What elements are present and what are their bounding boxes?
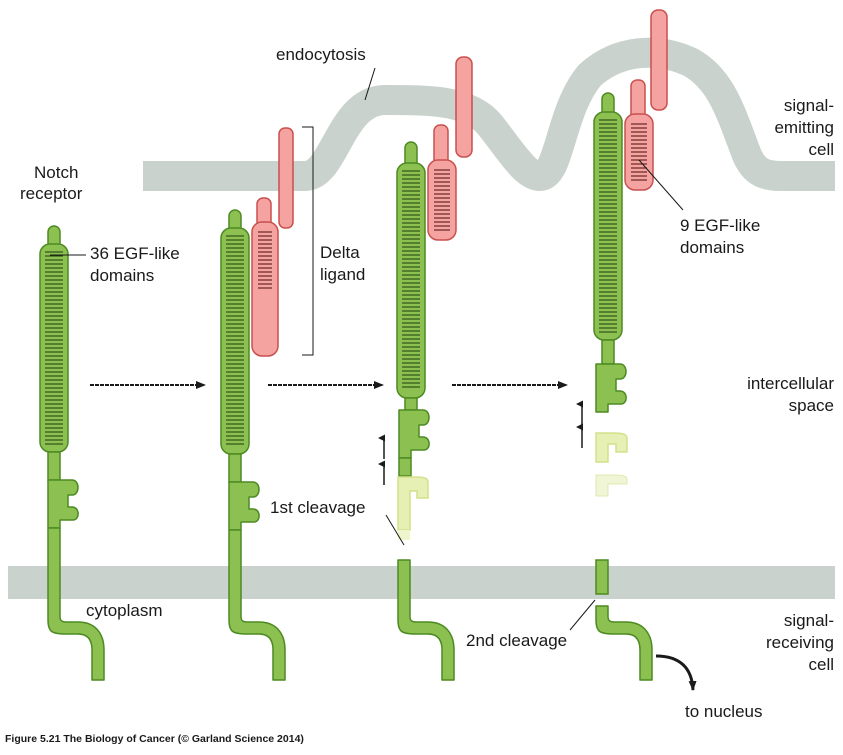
receptor-c-hook xyxy=(228,481,260,531)
delta-ligand-stalk xyxy=(650,9,668,111)
notch-receptor-step2 xyxy=(220,209,286,681)
figure-caption: Figure 5.21 The Biology of Cancer (© Gar… xyxy=(5,733,304,745)
leader-lines xyxy=(50,67,684,631)
receptor-c-hook xyxy=(398,409,430,459)
intercellular-space-label: intercellular xyxy=(747,374,834,393)
signal-emitting-label: cell xyxy=(808,140,834,159)
process-arrows xyxy=(90,381,697,691)
delta-ligand-egf-box xyxy=(427,159,457,241)
signal-receiving-membrane xyxy=(8,566,835,599)
receptor-neck xyxy=(47,451,61,481)
text-labels: Notch receptor 36 EGF-like domains Delta… xyxy=(5,45,834,745)
delta-ligand-label: ligand xyxy=(320,265,365,284)
to-nucleus-label: to nucleus xyxy=(685,702,763,721)
notch-receptor-step4 xyxy=(593,92,653,681)
egf36-label: domains xyxy=(90,266,154,285)
receptor-intracellular-tail xyxy=(47,527,105,681)
receptor-body xyxy=(593,111,623,341)
signal-emitting-label: emitting xyxy=(774,118,834,137)
delta-ligand-step4 xyxy=(624,9,668,191)
delta-ligand-bracket xyxy=(302,126,314,356)
delta-ligand-stalk xyxy=(278,127,294,229)
receptor-neck xyxy=(404,397,418,411)
notch-receptor-label: receptor xyxy=(20,184,83,203)
delta-ligand-step2 xyxy=(251,127,294,357)
cytoplasm-label: cytoplasm xyxy=(86,601,163,620)
endocytosis-label: endocytosis xyxy=(276,45,366,64)
intercellular-space-label: space xyxy=(789,396,834,415)
notch-receptor-label: Notch xyxy=(34,163,78,182)
first-cleavage-label: 1st cleavage xyxy=(270,498,365,517)
receptor-group xyxy=(39,92,653,681)
receptor-c-hook xyxy=(595,363,627,413)
receptor-stub xyxy=(398,457,412,477)
egf9-label: 9 EGF-like xyxy=(680,216,760,235)
delta-ligand-stalk xyxy=(455,56,473,158)
egf36-label: 36 EGF-like xyxy=(90,244,180,263)
receptor-membrane-stub xyxy=(595,559,609,595)
egf9-label: domains xyxy=(680,238,744,257)
signal-receiving-label: signal- xyxy=(784,611,834,630)
delta-ligand-tip xyxy=(433,124,449,166)
signal-emitting-membrane xyxy=(143,37,835,191)
faded-fragment-step4 xyxy=(595,432,628,497)
signal-emitting-label: signal- xyxy=(784,96,834,115)
to-nucleus-arrow xyxy=(655,654,697,691)
signal-receiving-label: cell xyxy=(808,655,834,674)
notch-receptor-step1 xyxy=(39,225,105,681)
notch-intracellular-domain xyxy=(595,605,653,681)
receptor-intracellular-tail xyxy=(228,529,286,681)
delta-ligand-step3 xyxy=(427,56,473,241)
notch-receptor-step3 xyxy=(396,141,455,681)
cleaved-fragments xyxy=(397,432,628,540)
ligand-group xyxy=(251,9,668,357)
signal-receiving-label: receiving xyxy=(766,633,834,652)
second-cleavage-label: 2nd cleavage xyxy=(466,631,567,650)
receptor-intracellular-tail xyxy=(397,559,455,681)
receptor-neck xyxy=(601,339,615,365)
receptor-neck xyxy=(228,453,242,483)
receptor-c-hook xyxy=(47,479,79,529)
delta-ligand-egf-box xyxy=(251,221,279,357)
faded-fragment-step3 xyxy=(397,476,429,540)
delta-ligand-label: Delta xyxy=(320,243,360,262)
